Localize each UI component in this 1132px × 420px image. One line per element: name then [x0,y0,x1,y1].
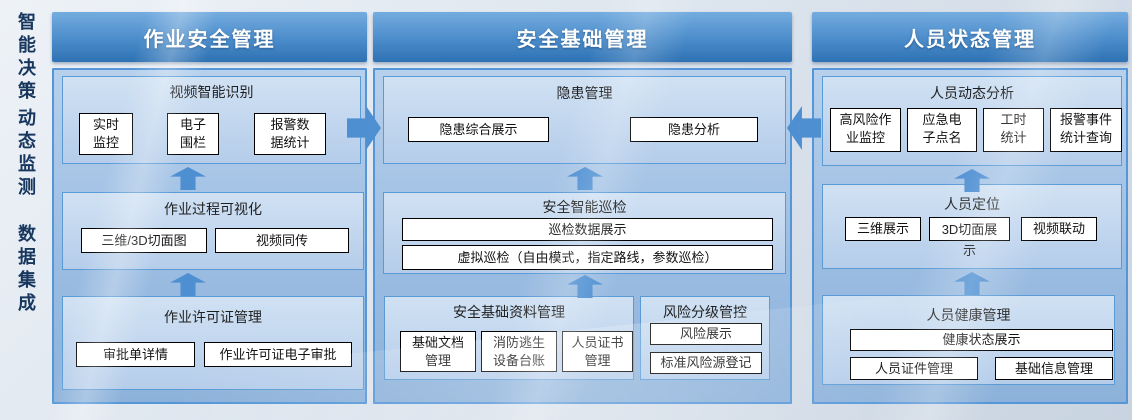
feature-box-emergency-roll-call: 应急电 子点名 [907,108,977,152]
column-title: 作业安全管理 [143,28,276,51]
feature-box-risk-display: 风险展示 [650,323,762,345]
up-arrow-icon [567,275,603,298]
section-personnel-dynamic-analysis: 人员动态分析 高风险作 业监控 应急电 子点名 工时 统计 报警事件 统计查询 [822,76,1122,166]
section-title: 隐患管理 [556,85,613,101]
feature-box-high-risk-work-monitoring: 高风险作 业监控 [830,108,901,152]
feature-box-basic-documents: 基础文档 管理 [400,331,476,372]
up-arrow-icon [170,167,206,190]
section-hazard-management: 隐患管理 隐患综合展示 隐患分析 [383,76,786,164]
feature-box-realtime-monitoring: 实时 监控 [79,113,133,155]
section-title: 安全基础资料管理 [453,304,565,320]
section-risk-grading-control: 风险分级管控 风险展示 标准风险源登记 [640,296,770,380]
column-title: 人员状态管理 [904,28,1036,51]
section-title: 作业许可证管理 [164,309,262,325]
side-label-dynamic-monitoring: 动态监测 [16,108,36,200]
column-body-work-safety: 视频智能识别 实时 监控 电子 围栏 报警数 据统计 作业过程可视化 三维/3D… [52,68,367,404]
feature-box-video-transmission: 视频同传 [215,228,349,253]
feature-box-risk-source-registration: 标准风险源登记 [650,352,762,374]
column-header-safety-basic: 安全基础管理 [373,12,792,62]
feature-box-alarm-data-statistics: 报警数 据统计 [254,113,326,155]
section-personnel-positioning: 人员定位 三维展示 3D切面展 示 视频联动 [822,184,1122,269]
feature-box-video-linkage: 视频联动 [1021,217,1097,241]
section-smart-inspection: 安全智能巡检 巡检数据展示 虚拟巡检（自由模式，指定路线，参数巡检） [383,192,786,274]
feature-box-3d-section-display: 3D切面展 示 [929,217,1010,258]
feature-box-approval-detail: 审批单详情 [76,342,195,367]
feature-box-hazard-analysis: 隐患分析 [630,117,758,142]
side-label-data-integration: 数据集成 [16,224,36,316]
section-title: 风险分级管控 [663,304,747,320]
feature-box-inspection-data: 巡检数据展示 [402,218,773,241]
section-work-permit-management: 作业许可证管理 审批单详情 作业许可证电子审批 [62,296,364,390]
up-arrow-icon [954,272,990,295]
section-title: 视频智能识别 [169,84,254,100]
section-title: 作业过程可视化 [164,201,262,217]
column-header-personnel-status: 人员状态管理 [812,12,1128,62]
feature-box-fire-escape-equipment: 消防逃生 设备台账 [481,331,557,372]
section-title: 人员定位 [944,196,1000,212]
section-title: 人员动态分析 [930,85,1014,101]
feature-box-personnel-certificates: 人员证书 管理 [562,331,633,372]
section-title: 人员健康管理 [926,307,1011,323]
feature-box-basic-info-management: 基础信息管理 [995,357,1113,380]
section-process-visualization: 作业过程可视化 三维/3D切面图 视频同传 [62,192,364,270]
feature-box-3d-display: 三维展示 [845,217,921,241]
section-video-ai-recognition: 视频智能识别 实时 监控 电子 围栏 报警数 据统计 [62,76,361,164]
side-label-intelligent-decision: 智能决策 [16,12,36,104]
column-title: 安全基础管理 [516,28,649,51]
section-personnel-health-management: 人员健康管理 健康状态展示 人员证件管理 基础信息管理 [822,295,1115,385]
feature-box-virtual-inspection: 虚拟巡检（自由模式，指定路线，参数巡检） [402,245,773,270]
column-body-personnel-status: 人员动态分析 高风险作 业监控 应急电 子点名 工时 统计 报警事件 统计查询 … [812,68,1128,404]
section-basic-data-management: 安全基础资料管理 基础文档 管理 消防逃生 设备台账 人员证书 管理 [384,296,634,380]
feature-box-electronic-fence: 电子 围栏 [167,113,219,155]
feature-box-3d-section-view: 三维/3D切面图 [81,228,207,253]
up-arrow-icon [170,273,206,296]
feature-box-working-hours-statistics: 工时 统计 [983,108,1044,152]
column-body-safety-basic: 隐患管理 隐患综合展示 隐患分析 安全智能巡检 巡检数据展示 虚拟巡检（自由模式… [373,68,792,404]
feature-box-health-status-display: 健康状态展示 [850,329,1113,351]
feature-box-hazard-overview: 隐患综合展示 [408,117,549,142]
feature-box-alarm-event-query: 报警事件 统计查询 [1050,108,1122,152]
feature-box-permit-e-approval: 作业许可证电子审批 [204,342,352,367]
feature-box-personnel-id-management: 人员证件管理 [850,357,978,380]
up-arrow-icon [567,167,603,190]
section-title: 安全智能巡检 [542,199,627,215]
column-header-work-safety: 作业安全管理 [52,12,367,62]
